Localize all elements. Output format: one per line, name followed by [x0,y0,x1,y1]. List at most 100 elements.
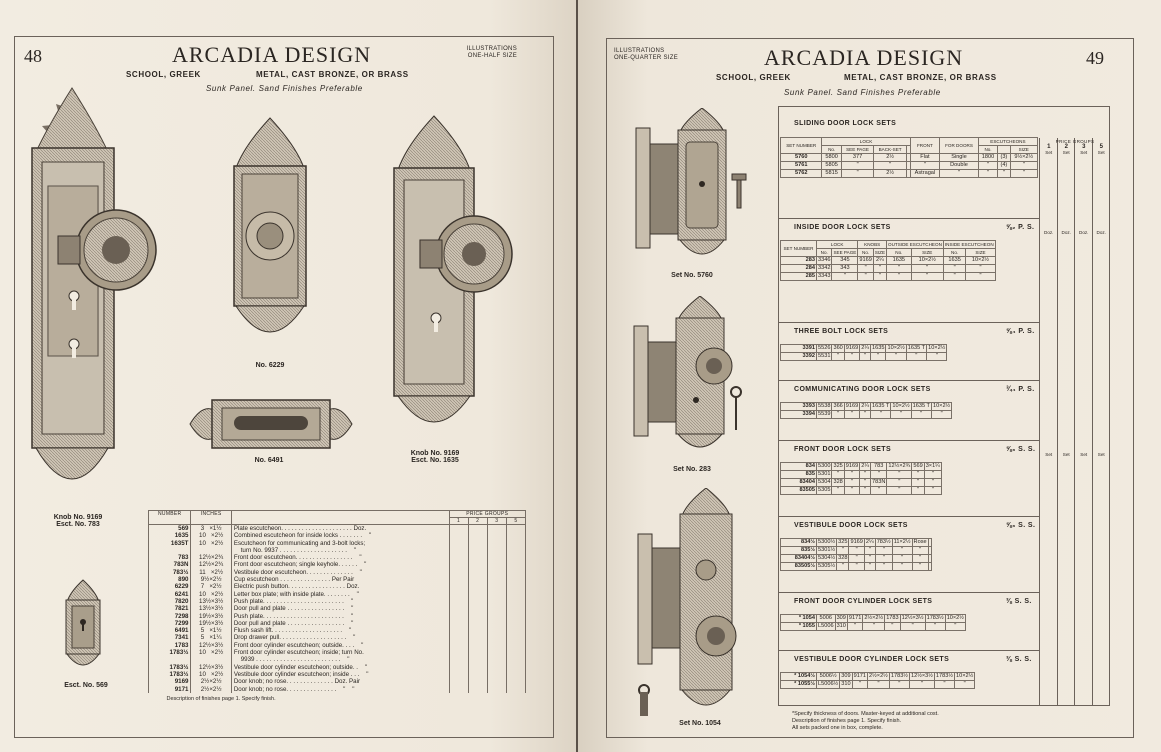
sash-lift-6491-illustration [189,399,353,449]
front-door-escutcheon-knob-illustration [31,87,157,480]
caption-no-6491: No. 6491 [254,457,284,464]
table-footnote: Description of finishes page 1. Specify … [166,695,276,702]
page-title: ARCADIA DESIGN [172,42,372,67]
page-border [14,36,554,738]
table-row: 9939 . . . . . . . . . . . . . . . . . .… [147,656,527,664]
sliding-door-lock-set-illustration [635,108,747,255]
col-price-groups: PRICE GROUPS [448,510,527,518]
table-row: turn No. 9937 . . . . . . . . . . . . . … [147,546,527,555]
page-number: 48 [24,46,42,66]
material-label: METAL, CAST BRONZE, OR BRASS [844,73,997,82]
caption-esct-569: Esct. No. 569 [64,682,108,689]
lock-sets-table [778,106,1110,706]
front-door-cylinder-lock-set-illustration [637,488,737,716]
caption-set-5760: Set No. 5760 [671,272,713,279]
caption-set-283: Set No. 283 [673,466,711,473]
section-title: SLIDING DOOR LOCK SETS [794,120,897,127]
inside-door-lock-set-illustration [633,296,742,448]
price-unit-doz: Doz.Doz.Doz.Doz. [1044,230,1106,235]
page-number: 49 [1086,48,1104,68]
school-label: SCHOOL, GREEK [126,70,201,79]
finish-note: Sunk Panel. Sand Finishes Preferable [784,88,941,97]
page-border [606,38,1134,738]
school-label: SCHOOL, GREEK [716,73,791,82]
inside-escutcheon-knob-illustration [393,115,513,423]
col-inches: INCHES [190,510,232,525]
push-button-6229-illustration [233,117,307,333]
finish-note: Sunk Panel. Sand Finishes Preferable [206,84,363,93]
plate-escutcheon-569-illustration [65,579,101,666]
page-title: ARCADIA DESIGN [764,45,964,70]
footnotes: *Specify thickness of doors. Master-keye… [792,711,939,731]
caption-no-6229: No. 6229 [255,362,285,369]
caption-set-1054: Set No. 1054 [679,720,721,727]
col-number: NUMBER [147,510,192,525]
